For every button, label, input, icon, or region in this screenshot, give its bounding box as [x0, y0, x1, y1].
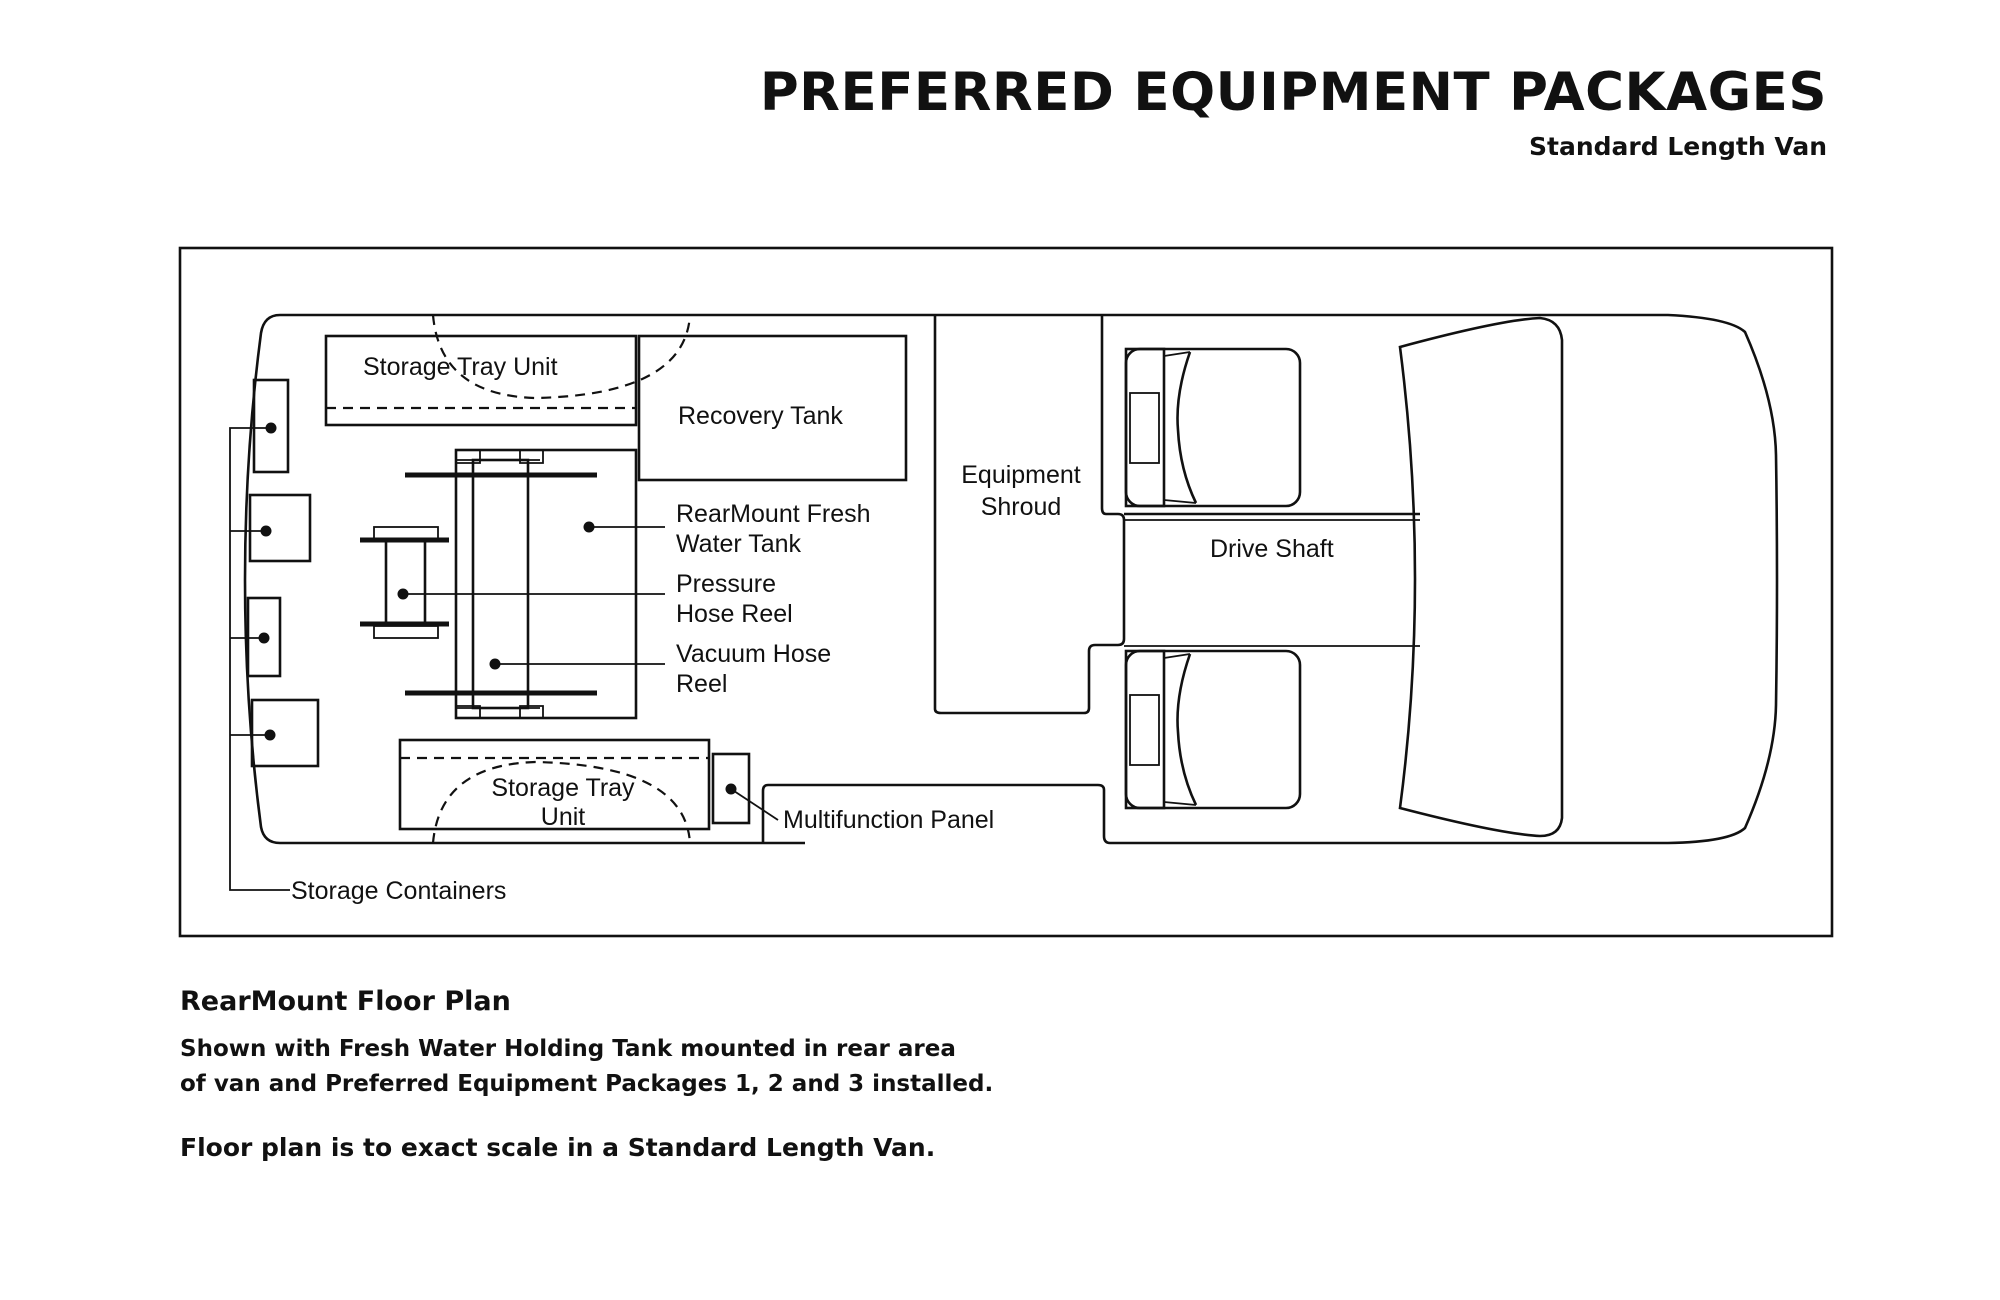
- label-pressure-hose-reel-2: Hose Reel: [676, 600, 793, 628]
- diagram-frame: [178, 246, 1834, 938]
- door-swing-top: [431, 314, 692, 400]
- floor-plan-diagram: Storage Tray Unit Recovery Tank RearMoun…: [178, 246, 1834, 938]
- vacuum-hose-reel: [405, 472, 597, 696]
- caption-line-1: Shown with Fresh Water Holding Tank moun…: [180, 1036, 956, 1062]
- label-storage-tray-bottom-2: Unit: [541, 803, 586, 831]
- storage-container: [252, 378, 290, 474]
- storage-container: [250, 698, 320, 768]
- storage-tray-top: [324, 334, 638, 427]
- label-multifunction-panel: Multifunction Panel: [783, 806, 994, 834]
- page-title: PREFERRED EQUIPMENT PACKAGES: [759, 62, 1827, 123]
- storage-tray-bottom: [398, 738, 711, 831]
- multifunction-panel: [711, 752, 751, 825]
- label-drive-shaft: Drive Shaft: [1210, 535, 1334, 563]
- label-storage-tray-top: Storage Tray Unit: [363, 353, 558, 381]
- caption-line-2: of van and Preferred Equipment Packages …: [180, 1071, 994, 1097]
- label-vacuum-hose-reel-1: Vacuum Hose: [676, 640, 831, 668]
- equipment-shroud-outline: [933, 315, 1126, 715]
- caption-title: RearMount Floor Plan: [180, 986, 511, 1017]
- label-recovery-tank: Recovery Tank: [678, 402, 843, 430]
- label-storage-containers: Storage Containers: [291, 877, 506, 905]
- label-pressure-hose-reel-1: Pressure: [676, 570, 776, 598]
- driver-seat: [1124, 347, 1302, 508]
- label-storage-tray-bottom-1: Storage Tray: [491, 774, 635, 802]
- label-fresh-water-tank-2: Water Tank: [676, 530, 802, 558]
- label-equipment-shroud-2: Shroud: [981, 493, 1062, 521]
- page-subtitle: Standard Length Van: [1529, 132, 1827, 161]
- storage-container: [248, 493, 312, 563]
- label-fresh-water-tank-1: RearMount Fresh: [676, 500, 871, 528]
- label-vacuum-hose-reel-2: Reel: [676, 670, 727, 698]
- storage-container: [246, 596, 282, 678]
- label-equipment-shroud-1: Equipment: [961, 461, 1081, 489]
- door-swing-bottom: [431, 760, 692, 844]
- caption-scale-note: Floor plan is to exact scale in a Standa…: [180, 1133, 936, 1162]
- storage-containers-leader: [229, 427, 290, 891]
- pressure-hose-reel: [360, 526, 449, 639]
- fresh-water-tank: [454, 448, 638, 720]
- passenger-seat: [1124, 649, 1302, 810]
- dashboard-outline: [1398, 316, 1564, 838]
- van-body-outline: [243, 313, 1779, 845]
- recovery-tank: [637, 334, 908, 482]
